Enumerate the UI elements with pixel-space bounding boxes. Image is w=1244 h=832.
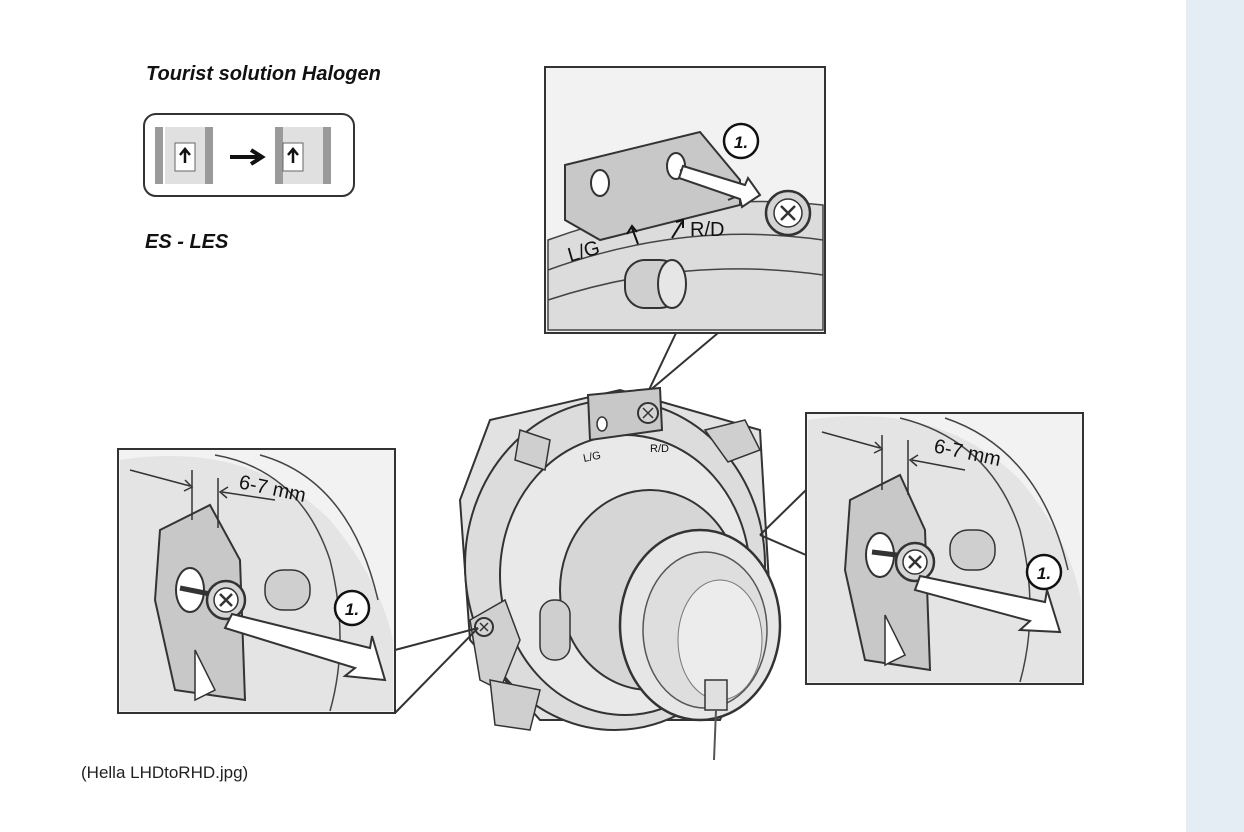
headlamp-diagram: Tourist solution Halogen ES - LES 1. bbox=[117, 63, 1084, 761]
diagram-title: Tourist solution Halogen bbox=[146, 63, 381, 85]
beam-switch-symbol bbox=[143, 113, 355, 197]
step-label: 1. bbox=[1037, 564, 1051, 583]
step-label: 1. bbox=[345, 600, 359, 619]
top-detail-inset: 1. L/G R/D bbox=[544, 66, 826, 393]
left-detail-inset: 1. 6-7 mm bbox=[117, 448, 396, 714]
headlamp-unit: L/G R/D bbox=[394, 386, 807, 761]
arrow-up-icon bbox=[626, 224, 639, 245]
svg-text:R/D: R/D bbox=[650, 443, 669, 455]
right-sidebar bbox=[1186, 0, 1244, 832]
arrow-up-icon bbox=[179, 147, 191, 163]
arrow-right-icon bbox=[230, 148, 266, 166]
step-badge bbox=[1025, 553, 1063, 591]
right-marker-label: R/D bbox=[690, 219, 724, 241]
diagram-subtitle: ES - LES bbox=[145, 231, 229, 253]
step-badge bbox=[333, 589, 371, 627]
image-caption: (Hella LHDtoRHD.jpg) bbox=[81, 763, 249, 782]
arrow-up-right-icon bbox=[671, 218, 684, 239]
svg-text:L/G: L/G bbox=[582, 450, 602, 465]
step-badge bbox=[722, 122, 760, 160]
step-label: 1. bbox=[734, 133, 748, 152]
arrow-up-icon bbox=[287, 147, 299, 163]
right-detail-inset: 1. 6-7 mm bbox=[805, 412, 1084, 685]
